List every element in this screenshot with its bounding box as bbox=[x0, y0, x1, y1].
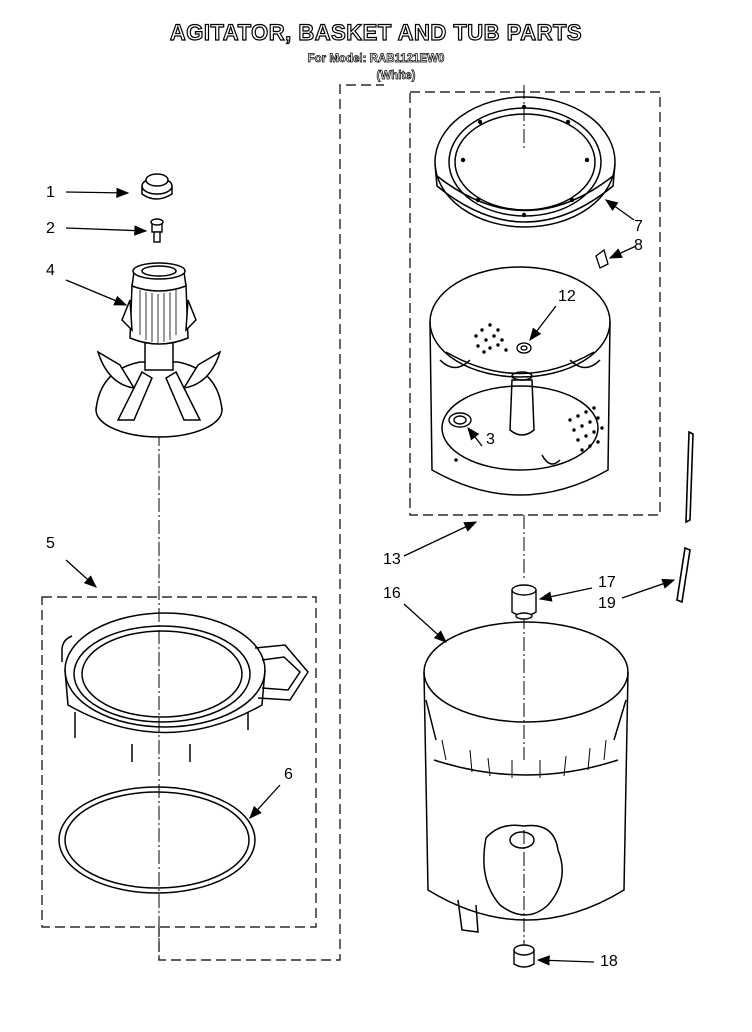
coupling-part bbox=[511, 584, 537, 620]
bolt-part bbox=[150, 218, 164, 243]
leader-arrows bbox=[65, 187, 676, 966]
plug-part bbox=[513, 944, 535, 968]
basket-nut-part bbox=[516, 342, 532, 354]
agitator-part bbox=[95, 262, 223, 438]
ring-part bbox=[61, 612, 309, 762]
callout-13: 13 bbox=[383, 551, 401, 568]
callout-7: 7 bbox=[634, 218, 643, 235]
bearing-part bbox=[448, 412, 472, 428]
callout-8: 8 bbox=[634, 237, 643, 254]
tub-part bbox=[423, 621, 629, 933]
callout-18: 18 bbox=[600, 953, 618, 970]
callout-6: 6 bbox=[284, 766, 293, 783]
balance-ring-part bbox=[434, 96, 616, 228]
clip-part bbox=[595, 248, 609, 269]
group-box-basket bbox=[409, 91, 661, 516]
page-title: AGITATOR, BASKET AND TUB PARTS bbox=[169, 19, 583, 45]
callout-4: 4 bbox=[46, 262, 55, 279]
model-line: For Model: RAB1121EW0 bbox=[307, 53, 445, 66]
agitator-cap-part bbox=[141, 173, 173, 200]
callout-5: 5 bbox=[46, 535, 55, 552]
callout-1: 1 bbox=[46, 184, 55, 201]
callout-12: 12 bbox=[558, 288, 576, 305]
basket-part bbox=[429, 266, 611, 496]
callout-19: 19 bbox=[598, 595, 616, 612]
hose-part bbox=[676, 430, 694, 604]
seal-part bbox=[58, 786, 256, 894]
callout-17: 17 bbox=[598, 574, 616, 591]
color-line: (White) bbox=[376, 70, 416, 83]
callout-2: 2 bbox=[46, 220, 55, 237]
connector-line bbox=[158, 84, 384, 961]
callout-16: 16 bbox=[383, 585, 401, 602]
callout-3: 3 bbox=[486, 431, 495, 448]
group-box-ring bbox=[41, 596, 317, 928]
